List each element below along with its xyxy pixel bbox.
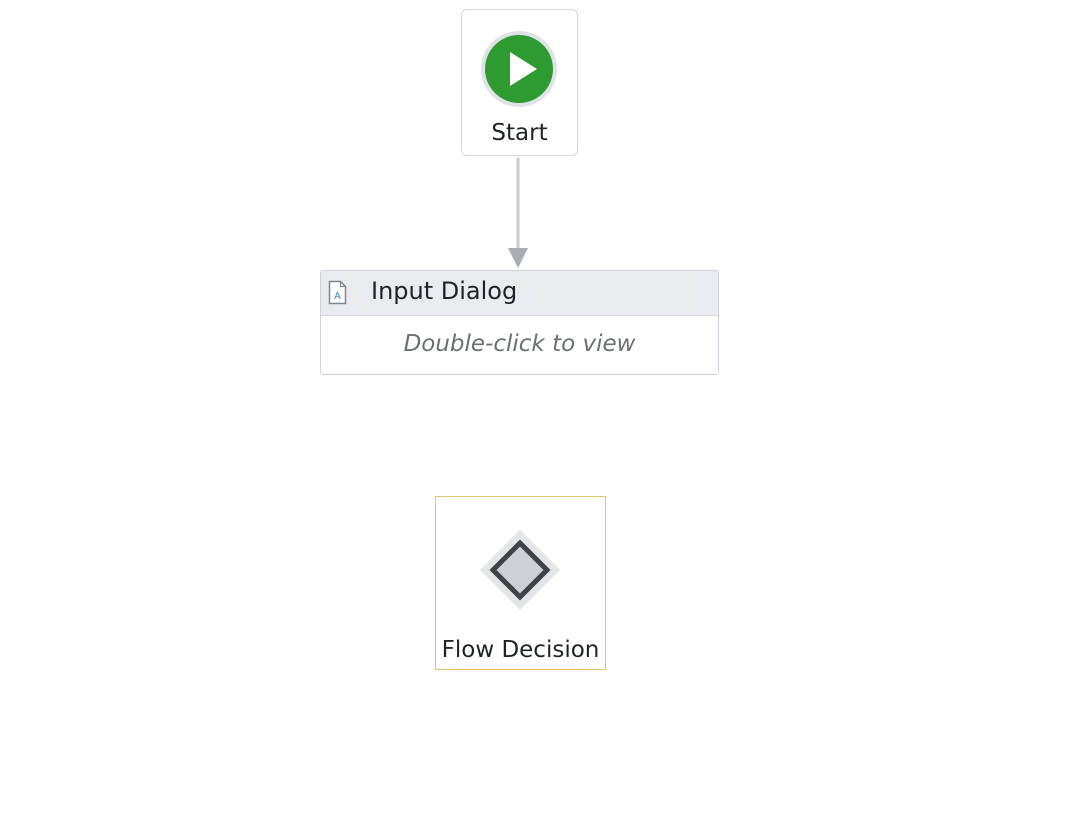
start-label: Start	[491, 120, 548, 146]
activity-hint: Double-click to view	[403, 331, 636, 357]
input-dialog-activity[interactable]: A Input Dialog Double-click to view	[320, 270, 719, 375]
document-icon: A	[328, 280, 347, 305]
svg-text:A: A	[334, 291, 341, 302]
activity-title: Input Dialog	[371, 277, 518, 305]
flow-decision-node[interactable]: Flow Decision	[435, 496, 606, 670]
start-node[interactable]: Start	[461, 9, 578, 156]
diamond-icon	[480, 530, 560, 610]
play-icon	[481, 31, 557, 107]
activity-header: A Input Dialog	[321, 271, 718, 316]
decision-label: Flow Decision	[441, 637, 600, 663]
